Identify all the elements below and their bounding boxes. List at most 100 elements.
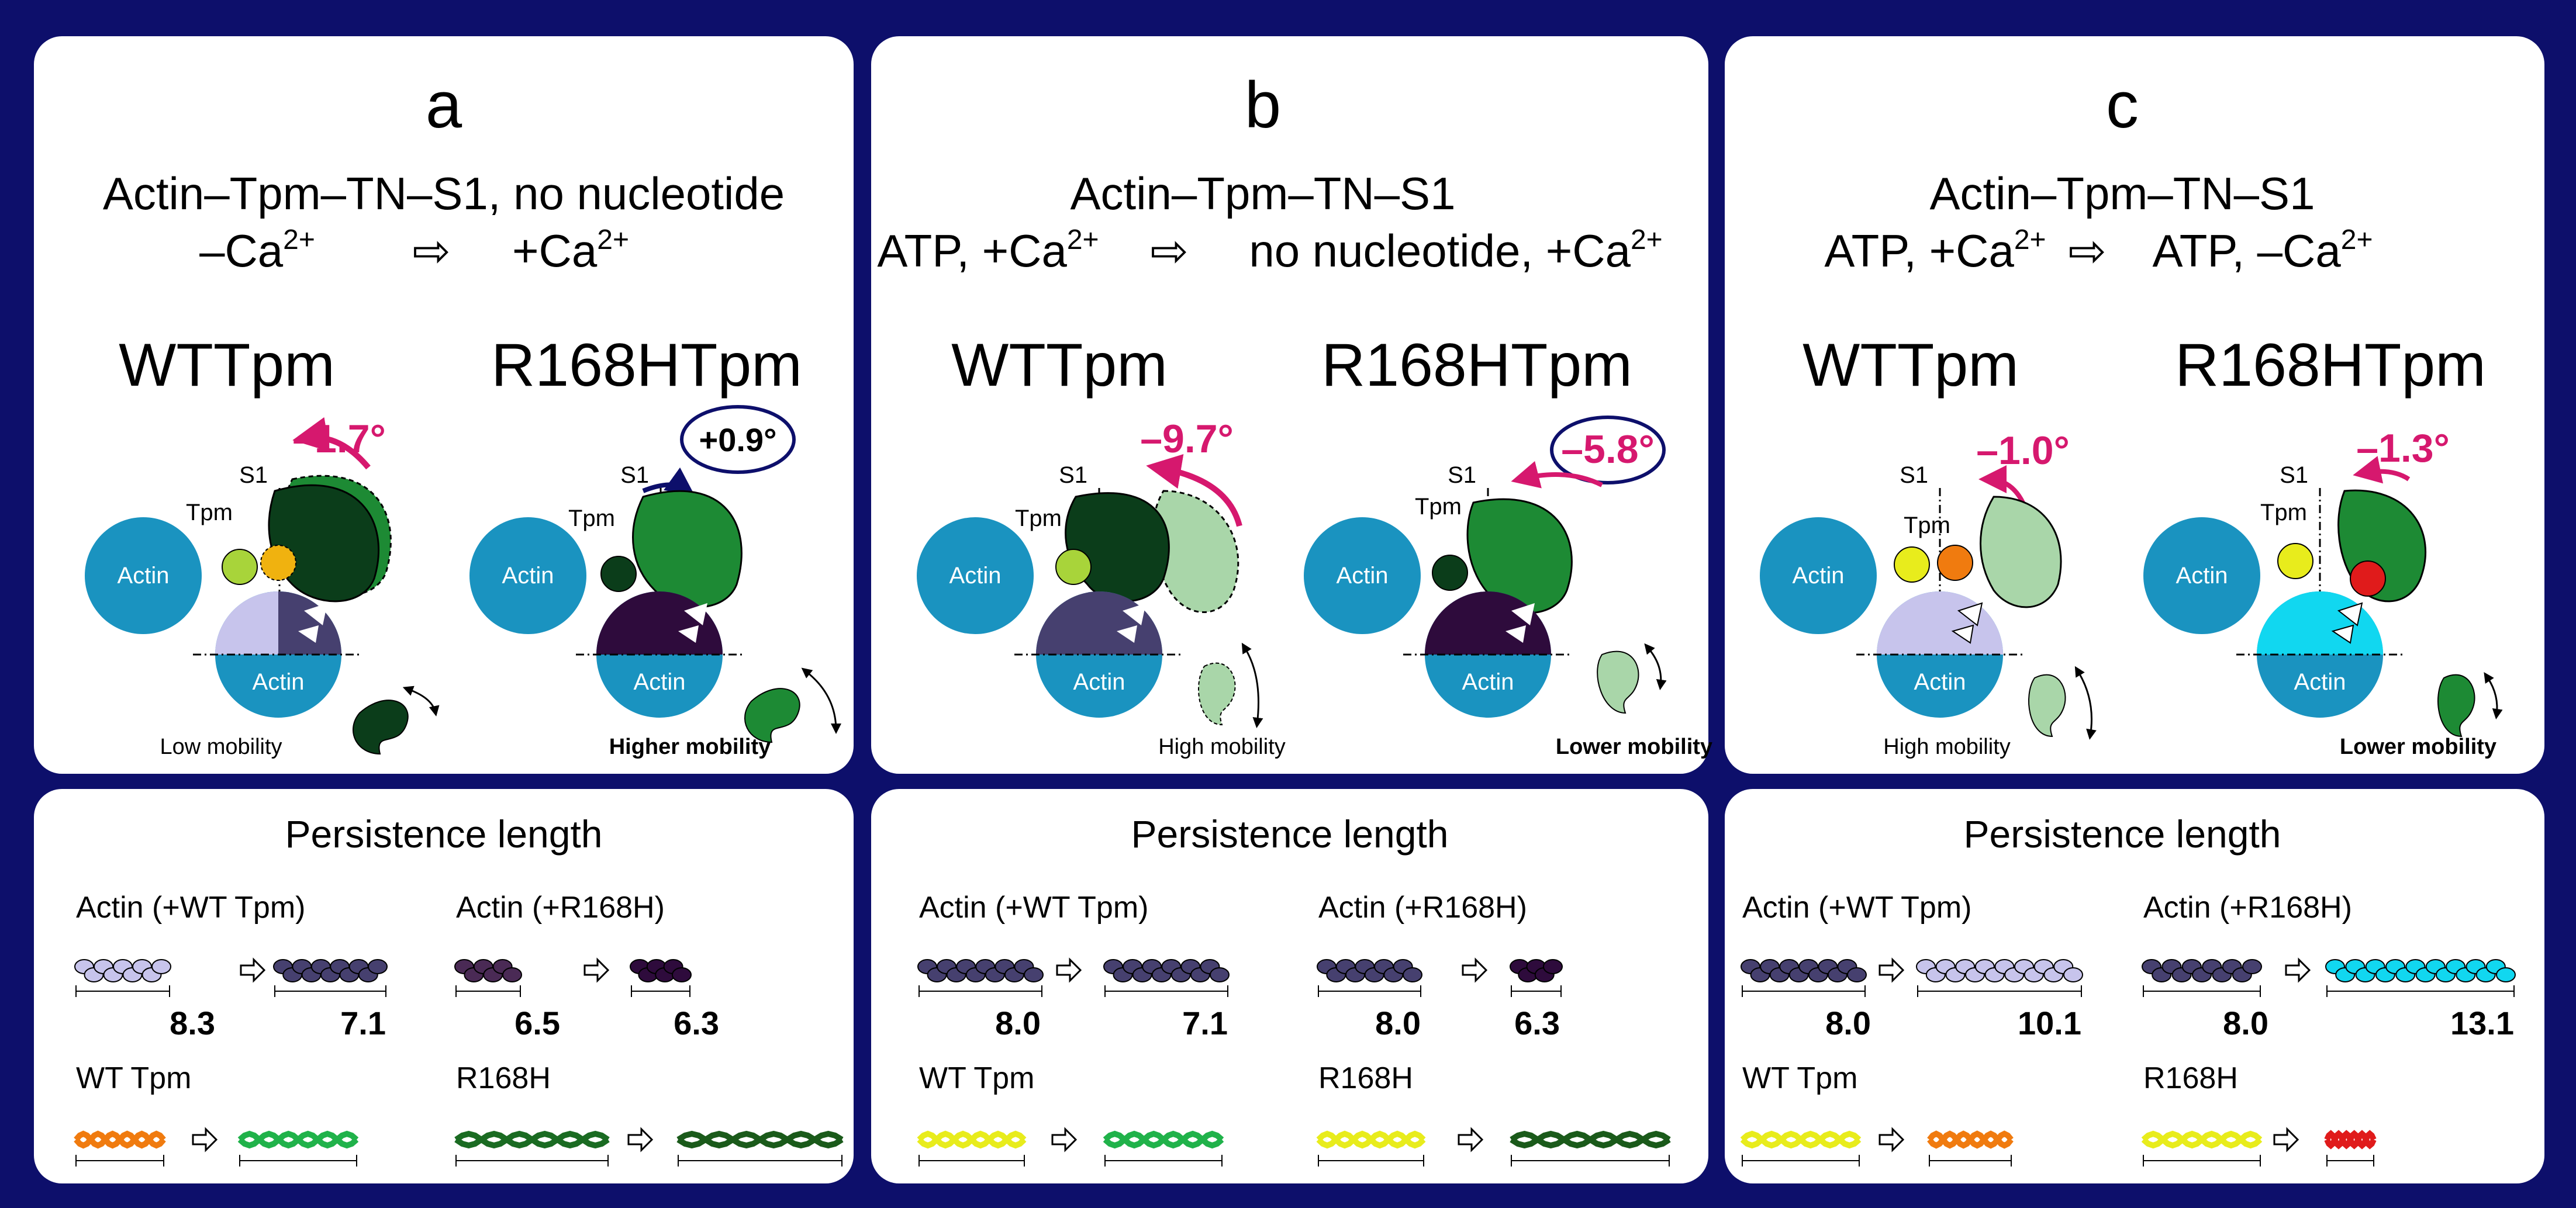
s1-head bbox=[1980, 496, 2062, 608]
actin-lower-label: Actin bbox=[2294, 669, 2346, 695]
actin-upper-label: Actin bbox=[1337, 563, 1389, 589]
actin-filament bbox=[2063, 967, 2083, 982]
s1-label: S1 bbox=[239, 462, 268, 488]
actin-sector bbox=[215, 591, 278, 655]
tpm-filament bbox=[917, 1130, 1027, 1149]
sawtooth-marker-2 bbox=[298, 625, 319, 643]
angle-change-wt: –1.0° bbox=[1976, 428, 2070, 473]
actin-upper bbox=[917, 517, 1034, 634]
actin-wt-value-before: 8.3 bbox=[170, 1005, 215, 1041]
actin-filament bbox=[368, 959, 388, 974]
actin-lower-label: Actin bbox=[253, 669, 305, 695]
tpm-filament bbox=[1740, 1130, 1862, 1149]
angle-change-wt: –9.7° bbox=[1140, 417, 1234, 461]
panel-title: Actin–Tpm–TN–S1 bbox=[1071, 168, 1456, 219]
sawtooth-marker-2 bbox=[2331, 624, 2354, 644]
panel-title: Actin–Tpm–TN–S1 bbox=[1930, 168, 2315, 219]
actin-r168h-value-after: 6.3 bbox=[1514, 1005, 1560, 1041]
sawtooth-marker bbox=[1123, 603, 1146, 625]
tpm-label: Tpm bbox=[1415, 494, 1462, 520]
transition-arrow bbox=[2285, 957, 2311, 983]
transition-arrow bbox=[583, 957, 610, 983]
s1-mobility-glyph bbox=[2028, 674, 2066, 738]
rotation-arrow bbox=[1146, 454, 1242, 527]
transition-arrow bbox=[1056, 957, 1082, 983]
tpm-filament bbox=[454, 1130, 610, 1149]
sawtooth-marker bbox=[684, 603, 707, 625]
variant-name-wt: WTTpm bbox=[119, 331, 335, 399]
panel-a-bottom bbox=[34, 789, 854, 1183]
tpm-strand bbox=[1432, 555, 1468, 591]
actin-filament bbox=[1210, 967, 1230, 982]
panel-letter: c bbox=[2106, 68, 2139, 141]
s1-mobility-glyph bbox=[744, 688, 800, 743]
persistence-title: Persistence length bbox=[1964, 812, 2281, 856]
actin-r168h-value-after: 6.3 bbox=[674, 1005, 719, 1041]
s1-mobility-glyph bbox=[1597, 650, 1639, 714]
tpm-strand-alt bbox=[1937, 545, 1973, 581]
tpm-filament bbox=[1510, 1130, 1671, 1149]
condition-right: no nucleotide, +Ca2+ bbox=[1249, 224, 1662, 276]
rotation-arrow bbox=[642, 467, 695, 496]
condition-left: ATP, +Ca2+ bbox=[877, 224, 1099, 276]
tpm-filament bbox=[237, 1130, 359, 1149]
actin-r168h-value-before: 8.0 bbox=[1375, 1005, 1421, 1041]
variant-name-wt: WTTpm bbox=[1802, 331, 2019, 399]
actin-filament bbox=[1847, 967, 1867, 982]
actin-upper bbox=[85, 517, 202, 634]
actin-sector-2 bbox=[278, 591, 341, 655]
actin-upper-label: Actin bbox=[1793, 563, 1845, 589]
rotation-arrow bbox=[1978, 465, 2025, 504]
actin-wt-value-before: 8.0 bbox=[995, 1005, 1041, 1041]
tpm-strand bbox=[600, 556, 637, 592]
s1-head bbox=[1065, 492, 1170, 603]
tpm-strand bbox=[222, 549, 258, 585]
tpm-label: Tpm bbox=[186, 500, 233, 525]
condition-arrow: ⇨ bbox=[2068, 225, 2106, 276]
transition-arrow bbox=[1879, 957, 1905, 983]
variant-name-r168h: R168HTpm bbox=[2175, 331, 2486, 399]
s1-label: S1 bbox=[1059, 462, 1087, 488]
tpm-filament bbox=[74, 1130, 166, 1149]
tpm-label: Tpm bbox=[2260, 500, 2307, 525]
sawtooth-marker-2 bbox=[678, 625, 699, 643]
mobility-label-wt: High mobility bbox=[1883, 735, 2011, 759]
actin-wt-value-after: 10.1 bbox=[2018, 1005, 2081, 1041]
s1-mobility-glyph bbox=[2437, 674, 2475, 738]
mobility-arrow bbox=[402, 686, 440, 717]
sawtooth-marker-2 bbox=[1117, 625, 1137, 643]
condition-left: ATP, +Ca2+ bbox=[1824, 224, 2046, 276]
panel-a: a Actin–Tpm–TN–S1, no nucleotide –Ca2+ ⇨… bbox=[85, 68, 841, 759]
transition-arrow bbox=[240, 957, 266, 983]
actin-r168h-value-after: 13.1 bbox=[2450, 1005, 2514, 1041]
panel-a-top bbox=[34, 36, 854, 774]
actin-r168h-label: Actin (+R168H) bbox=[456, 891, 665, 925]
panel-b: b Actin–Tpm–TN–S1 ATP, +Ca2+ ⇨ no nucleo… bbox=[877, 68, 1712, 759]
sawtooth-marker bbox=[1511, 603, 1535, 625]
s1-mobility-glyph bbox=[353, 700, 409, 755]
tpm-strand bbox=[1894, 546, 1930, 583]
tpm-wt-label: WT Tpm bbox=[919, 1061, 1034, 1095]
panel-letter: b bbox=[1245, 68, 1281, 141]
variant-name-r168h: R168HTpm bbox=[1321, 331, 1632, 399]
actin-r168h-value-before: 6.5 bbox=[514, 1005, 560, 1041]
variant-name-r168h: R168HTpm bbox=[491, 331, 802, 399]
tpm-r168h-label: R168H bbox=[456, 1061, 551, 1095]
actin-r168h-label: Actin (+R168H) bbox=[1318, 891, 1527, 925]
s1-label: S1 bbox=[1900, 462, 1928, 488]
transition-arrow bbox=[1879, 1127, 1905, 1152]
actin-wt-value-after: 7.1 bbox=[1182, 1005, 1228, 1041]
transition-arrow bbox=[2273, 1127, 2299, 1152]
actin-filament bbox=[151, 959, 171, 974]
s1-mobility-glyph bbox=[1198, 662, 1236, 726]
angle-change-r168h: –1.3° bbox=[2356, 426, 2450, 470]
sawtooth-marker-2 bbox=[1505, 625, 1526, 643]
actin-lower-label: Actin bbox=[1462, 669, 1514, 695]
tpm-strand-alt bbox=[260, 545, 296, 581]
mobility-label-r168h: Lower mobility bbox=[2340, 735, 2496, 759]
persistence-panel-a: Persistence length Actin (+WT Tpm) Actin… bbox=[76, 812, 719, 1095]
tpm-filament bbox=[1927, 1130, 2014, 1149]
actin-upper bbox=[1304, 517, 1421, 634]
actin-wt-value-before: 8.0 bbox=[1825, 1005, 1871, 1041]
